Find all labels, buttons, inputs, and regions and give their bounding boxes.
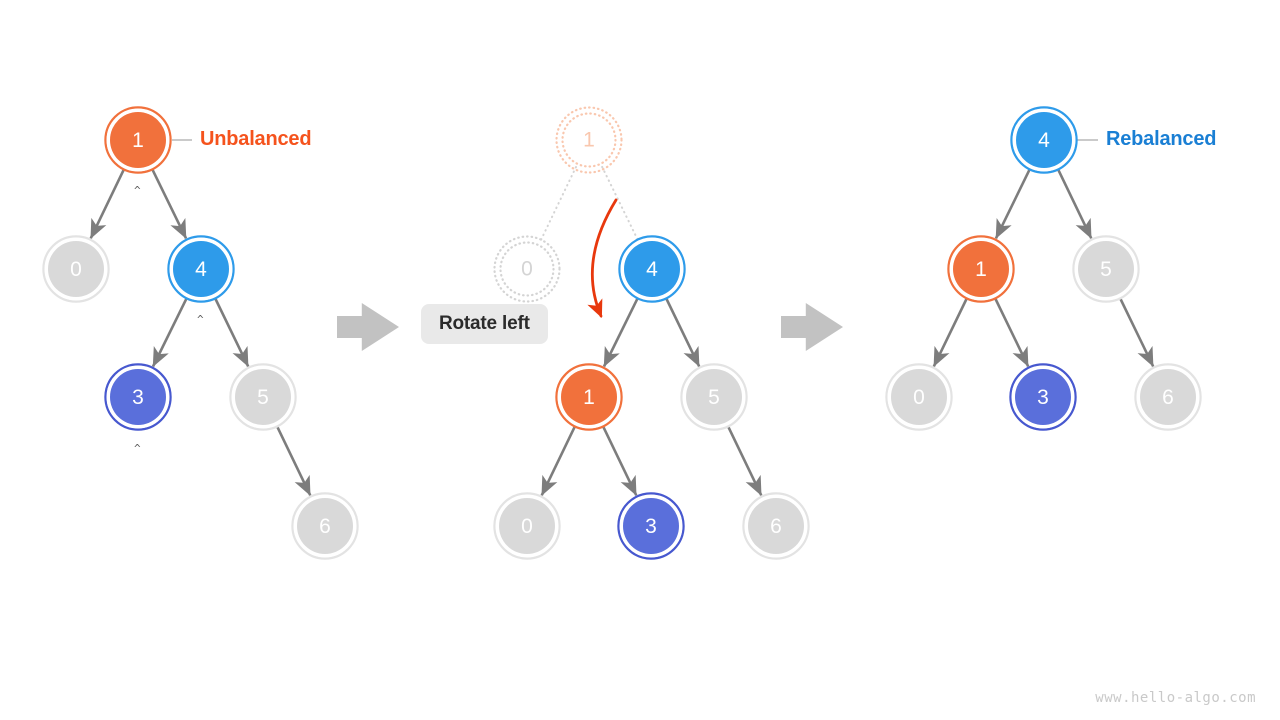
tree-edge bbox=[932, 295, 970, 367]
annotation-caret: ^ bbox=[197, 313, 204, 326]
ghost-edge bbox=[601, 165, 640, 243]
svg-text:6: 6 bbox=[770, 515, 782, 538]
ghost-edge bbox=[539, 166, 578, 243]
tree-node-3: 3 bbox=[104, 363, 172, 431]
watermark: www.hello-algo.com bbox=[1095, 690, 1256, 706]
svg-text:6: 6 bbox=[319, 515, 331, 538]
svg-text:0: 0 bbox=[521, 515, 533, 538]
tag-label-rebalanced: Rebalanced bbox=[1106, 128, 1217, 150]
tree-node-1: 1 bbox=[104, 106, 172, 174]
svg-text:1: 1 bbox=[132, 129, 144, 152]
flow-arrow-1 bbox=[337, 303, 399, 351]
annotation-caret: ^ bbox=[134, 442, 141, 455]
annotation-caret: ^ bbox=[134, 184, 141, 197]
tree-edge bbox=[149, 166, 188, 240]
svg-text:4: 4 bbox=[1038, 129, 1050, 152]
tree-node-0: 0 bbox=[493, 492, 561, 560]
ghost-edges-layer bbox=[539, 165, 640, 243]
flow-arrow-2 bbox=[781, 303, 843, 351]
svg-text:0: 0 bbox=[913, 386, 925, 409]
svg-text:1: 1 bbox=[975, 258, 987, 281]
tree-edge bbox=[274, 423, 312, 496]
tree-node-0: 0 bbox=[42, 235, 110, 303]
svg-text:5: 5 bbox=[708, 386, 720, 409]
tree-edge bbox=[212, 295, 250, 367]
tree-edge bbox=[1117, 295, 1155, 367]
svg-text:1: 1 bbox=[583, 386, 595, 409]
tree-edge bbox=[540, 423, 578, 496]
tree-node-4: 4 bbox=[1010, 106, 1078, 174]
tree-edge bbox=[600, 423, 638, 496]
edges-layer bbox=[89, 166, 1155, 496]
tree-edge bbox=[725, 423, 763, 496]
svg-text:3: 3 bbox=[1037, 386, 1049, 409]
tree-node-4: 4 bbox=[167, 235, 235, 303]
tree-node-6: 6 bbox=[742, 492, 810, 560]
tree-node-5: 5 bbox=[680, 363, 748, 431]
tree-node-1: 1 bbox=[555, 106, 623, 174]
tree-edge bbox=[151, 295, 189, 368]
tree-node-0: 0 bbox=[885, 363, 953, 431]
tree-edge bbox=[89, 166, 127, 239]
svg-text:3: 3 bbox=[645, 515, 657, 538]
rotate-arrow-layer bbox=[587, 198, 618, 319]
svg-text:3: 3 bbox=[132, 386, 144, 409]
svg-text:5: 5 bbox=[257, 386, 269, 409]
tree-node-3: 3 bbox=[1009, 363, 1077, 431]
ghost-nodes-layer: 10 bbox=[493, 106, 623, 303]
tree-edge bbox=[1055, 166, 1093, 239]
tree-node-6: 6 bbox=[1134, 363, 1202, 431]
tag-label-unbalanced: Unbalanced bbox=[200, 128, 312, 150]
tree-edge bbox=[602, 295, 640, 368]
tree-node-4: 4 bbox=[618, 235, 686, 303]
svg-text:4: 4 bbox=[195, 258, 207, 281]
operation-label-rotate-left: Rotate left bbox=[421, 304, 548, 344]
tree-node-3: 3 bbox=[617, 492, 685, 560]
flow-arrows-layer bbox=[337, 303, 843, 351]
svg-text:1: 1 bbox=[583, 129, 595, 152]
tree-node-5: 5 bbox=[1072, 235, 1140, 303]
svg-text:6: 6 bbox=[1162, 386, 1174, 409]
tree-edge bbox=[992, 295, 1030, 367]
svg-text:0: 0 bbox=[70, 258, 82, 281]
tree-edge bbox=[663, 295, 701, 367]
tree-node-5: 5 bbox=[229, 363, 297, 431]
tree-edge bbox=[994, 166, 1033, 240]
svg-text:5: 5 bbox=[1100, 258, 1112, 281]
svg-text:0: 0 bbox=[521, 258, 533, 281]
svg-text:4: 4 bbox=[646, 258, 658, 281]
tree-node-1: 1 bbox=[947, 235, 1015, 303]
tree-node-0: 0 bbox=[493, 235, 561, 303]
tree-node-1: 1 bbox=[555, 363, 623, 431]
tree-node-6: 6 bbox=[291, 492, 359, 560]
rotate-direction-arrow bbox=[587, 198, 618, 319]
